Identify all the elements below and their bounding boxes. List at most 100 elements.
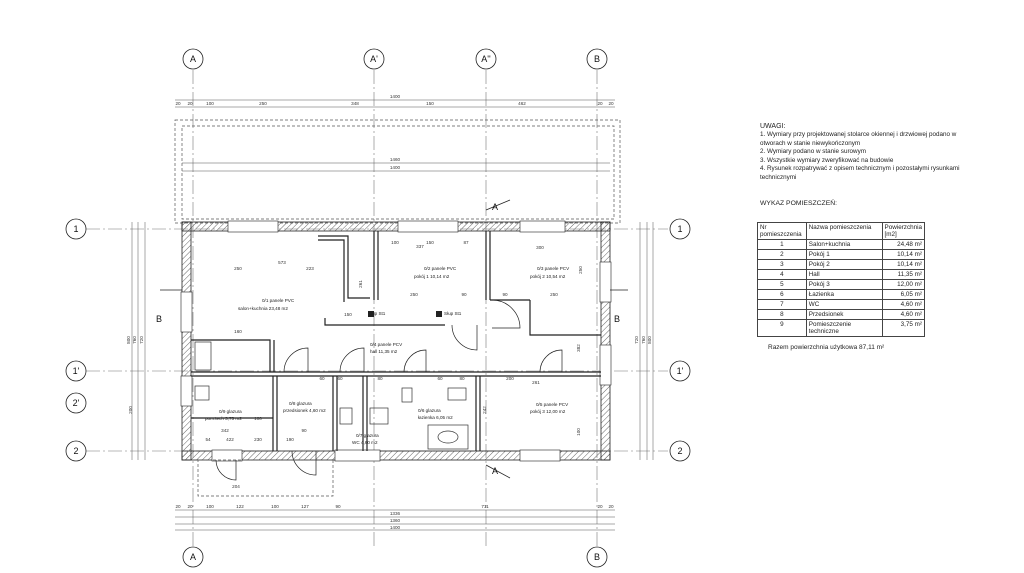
cell-area: 6,05 m² xyxy=(881,289,926,300)
cell-area: 3,75 m² xyxy=(881,319,926,337)
dimension-text: 250 xyxy=(410,292,418,297)
cell-area: 10,14 m² xyxy=(881,249,926,260)
dimension-text: 100 xyxy=(206,504,214,509)
axis-label-bottom: A xyxy=(190,552,196,562)
note-line: 1. Wymiary przy projektowanej stolarce o… xyxy=(760,131,957,139)
section-mark-label: B xyxy=(156,314,162,324)
table-header-row: Nr pomieszczenia Nazwa pomieszczenia Pow… xyxy=(757,222,926,240)
room-name-label: pom.tech 3,75 m2 xyxy=(205,416,242,421)
dimension-text: 1400 xyxy=(390,525,401,530)
cell-nr: 9 xyxy=(757,319,807,337)
dimension-text: 760 xyxy=(641,336,646,344)
note-line: otworach w stanie niewykończonym xyxy=(760,139,861,147)
note-line: 2. Wymiary podano w stanie surowym xyxy=(760,148,866,156)
cell-area: 10,14 m² xyxy=(881,259,926,270)
cell-name: Salon+kuchnia xyxy=(805,239,883,250)
dimension-text: 462 xyxy=(518,101,526,106)
cell-area: 4,60 m² xyxy=(881,299,926,310)
interior-walls xyxy=(191,231,601,451)
axis-label-right: 2 xyxy=(677,446,682,456)
dimension-text: 760 xyxy=(132,336,137,344)
dimension-text: 204 xyxy=(232,484,240,489)
cell-nr: 6 xyxy=(757,289,807,300)
cell-area: 11,35 m² xyxy=(881,269,926,280)
axis-label-top: A'' xyxy=(481,54,491,64)
entry-step xyxy=(197,459,334,497)
notes-block: UWAGI: 1. Wymiary przy projektowanej sto… xyxy=(760,122,975,182)
dimension-text: 100 xyxy=(576,428,581,436)
rooms-table: Nr pomieszczenia Nazwa pomieszczenia Pow… xyxy=(757,222,926,337)
axis-label-top: B xyxy=(594,54,600,64)
exterior-walls xyxy=(181,221,611,461)
dimension-text: 382 xyxy=(576,344,581,352)
dimension-text: 250 xyxy=(550,292,558,297)
cell-area: 24,48 m² xyxy=(881,239,926,250)
axis-label-top: A' xyxy=(370,54,378,64)
dimension-text: 573 xyxy=(278,260,286,265)
column-header: Nazwa pomieszczenia xyxy=(805,222,883,240)
dimension-text: 20 xyxy=(187,101,193,106)
cell-nr: 8 xyxy=(757,309,807,320)
dimension-text: 60 xyxy=(337,376,343,381)
room-name-label: pokój 2 10,54 m2 xyxy=(530,274,566,279)
column-header: Powierzchnia [m2] xyxy=(881,222,926,240)
dimension-text: 122 xyxy=(236,504,244,509)
cell-nr: 1 xyxy=(757,239,807,250)
room-finish-label: 0/3 panele PCV xyxy=(537,266,570,271)
dimension-text: 80 xyxy=(459,376,465,381)
cell-name: Przedsionek xyxy=(805,309,883,320)
dimension-text: 54 xyxy=(205,437,211,442)
dimension-text: 720 xyxy=(634,336,639,344)
note-line: 3. Wszystkie wymiary zweryfikować na bud… xyxy=(760,156,894,164)
notes-title: UWAGI: xyxy=(760,123,786,130)
room-name-label: przedsionek 4,60 m2 xyxy=(283,408,326,413)
room-name-label: salon+kuchnia 23,48 m2 xyxy=(238,306,288,311)
dimension-text: 261 xyxy=(532,380,540,385)
dimension-text: 250 xyxy=(234,266,242,271)
dimension-text: 230 xyxy=(254,437,262,442)
dimension-text: 90 xyxy=(461,292,467,297)
axis-label-left: 1 xyxy=(73,224,78,234)
dimension-text: 711 xyxy=(481,504,489,509)
axis-label-left: 2 xyxy=(73,446,78,456)
dimension-text: 90 xyxy=(502,292,508,297)
dimension-text: 20 xyxy=(608,504,614,509)
column-label: Słup St1 xyxy=(444,311,462,316)
axis-label-right: 1 xyxy=(677,224,682,234)
dimension-text: 100 xyxy=(254,416,262,421)
dimension-text: 20 xyxy=(175,101,181,106)
dimension-text: 261 xyxy=(358,280,363,288)
room-name-label: WC 4,60 m2 xyxy=(352,440,378,445)
dimension-text: 800 xyxy=(126,336,131,344)
cell-name: Pokój 2 xyxy=(805,259,883,270)
column-header: Nr pomieszczenia xyxy=(757,222,807,240)
dimension-text: 100 xyxy=(391,240,399,245)
dimension-text: 80 xyxy=(377,376,383,381)
axis-label-right: 1' xyxy=(677,366,684,376)
cell-nr: 7 xyxy=(757,299,807,310)
dimension-text: 348 xyxy=(351,101,359,106)
dimension-text: 190 xyxy=(286,437,294,442)
note-line: technicznymi xyxy=(760,173,797,181)
dimension-text: 160 xyxy=(234,329,242,334)
cell-nr: 2 xyxy=(757,249,807,260)
dimension-text: 337 xyxy=(416,244,424,249)
dimension-text: 60 xyxy=(437,376,443,381)
dimension-text: 150 xyxy=(426,101,434,106)
cell-name: Hall xyxy=(805,269,883,280)
room-finish-label: 0/4 panele PCV xyxy=(370,342,403,347)
cell-nr: 5 xyxy=(757,279,807,290)
rooms-table-title: WYKAZ POMIESZCZEŃ: xyxy=(760,200,838,207)
dimension-text: 60 xyxy=(319,376,325,381)
room-finish-label: 0/1 panele PVC xyxy=(262,298,295,303)
dimension-text: 20 xyxy=(597,101,603,106)
dimension-text: 242 xyxy=(482,406,487,414)
dimension-text: 20 xyxy=(597,504,603,509)
